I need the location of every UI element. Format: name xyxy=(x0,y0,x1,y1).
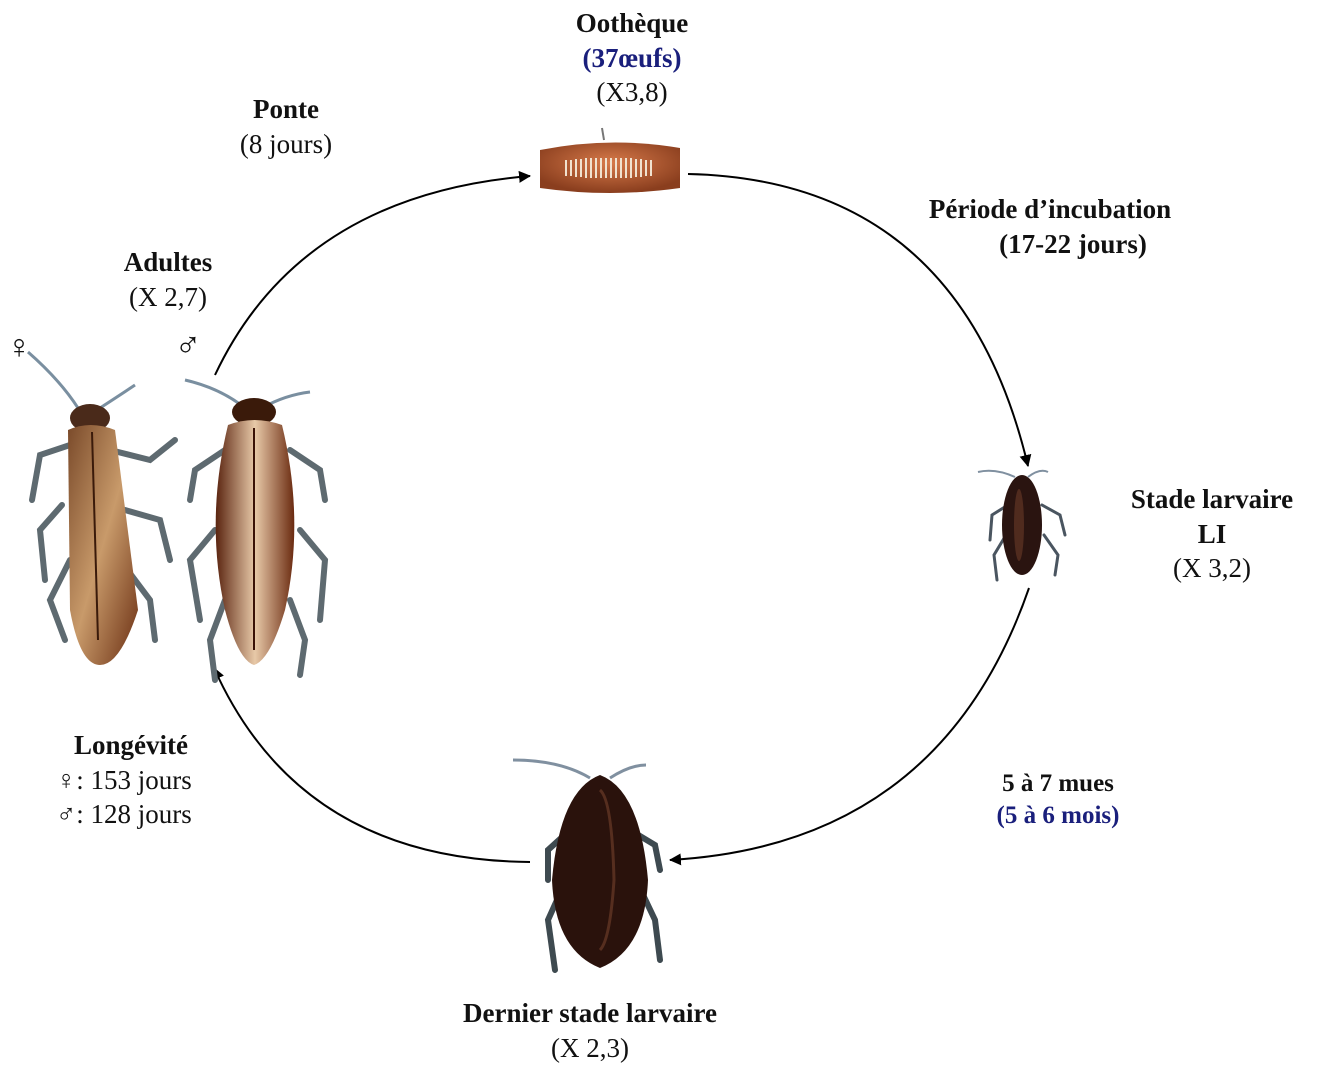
female-cockroach-image xyxy=(28,352,175,665)
ponte-title: Ponte xyxy=(196,92,376,127)
incubation-label: Période d’incubation (17-22 jours) xyxy=(880,192,1220,261)
ootheque-eggs: (37œufs) xyxy=(532,41,732,76)
male-symbol: ♂ xyxy=(170,322,206,368)
stade-l1-label: Stade larvaire LI (X 3,2) xyxy=(1102,482,1322,586)
adultes-label: Adultes (X 2,7) xyxy=(98,245,238,314)
male-cockroach-image xyxy=(185,380,325,680)
larva-l1-image xyxy=(978,471,1065,580)
stade-l1-title: Stade larvaire xyxy=(1102,482,1322,517)
last-instar-image xyxy=(513,760,660,970)
longevite-label: Longévité ♀: 153 jours ♂: 128 jours xyxy=(56,728,246,832)
adultes-scale: (X 2,7) xyxy=(98,280,238,315)
stade-l1-stage: LI xyxy=(1102,517,1322,552)
mues-label: 5 à 7 mues (5 à 6 mois) xyxy=(958,768,1158,832)
dernier-stade-title: Dernier stade larvaire xyxy=(420,996,760,1031)
adultes-title: Adultes xyxy=(98,245,238,280)
longevite-female: ♀: 153 jours xyxy=(56,763,246,798)
longevite-title: Longévité xyxy=(56,728,246,763)
arrow-adults-to-ootheque xyxy=(215,176,530,375)
ponte-label: Ponte (8 jours) xyxy=(196,92,376,161)
female-symbol: ♀ xyxy=(4,326,34,370)
dernier-stade-label: Dernier stade larvaire (X 2,3) xyxy=(420,996,760,1065)
mues-count: 5 à 7 mues xyxy=(958,768,1158,800)
ootheque-image xyxy=(540,128,680,193)
ootheque-scale: (X3,8) xyxy=(532,75,732,110)
incubation-duration: (17-22 jours) xyxy=(880,227,1220,262)
ootheque-title: Oothèque xyxy=(532,6,732,41)
dernier-stade-scale: (X 2,3) xyxy=(420,1031,760,1066)
incubation-title: Période d’incubation xyxy=(880,192,1220,227)
longevite-male: ♂: 128 jours xyxy=(56,797,246,832)
arrow-last-instar-to-adults xyxy=(214,668,530,862)
ponte-duration: (8 jours) xyxy=(196,127,376,162)
stade-l1-scale: (X 3,2) xyxy=(1102,551,1322,586)
ootheque-label: Oothèque (37œufs) (X3,8) xyxy=(532,6,732,110)
mues-duration: (5 à 6 mois) xyxy=(958,800,1158,832)
